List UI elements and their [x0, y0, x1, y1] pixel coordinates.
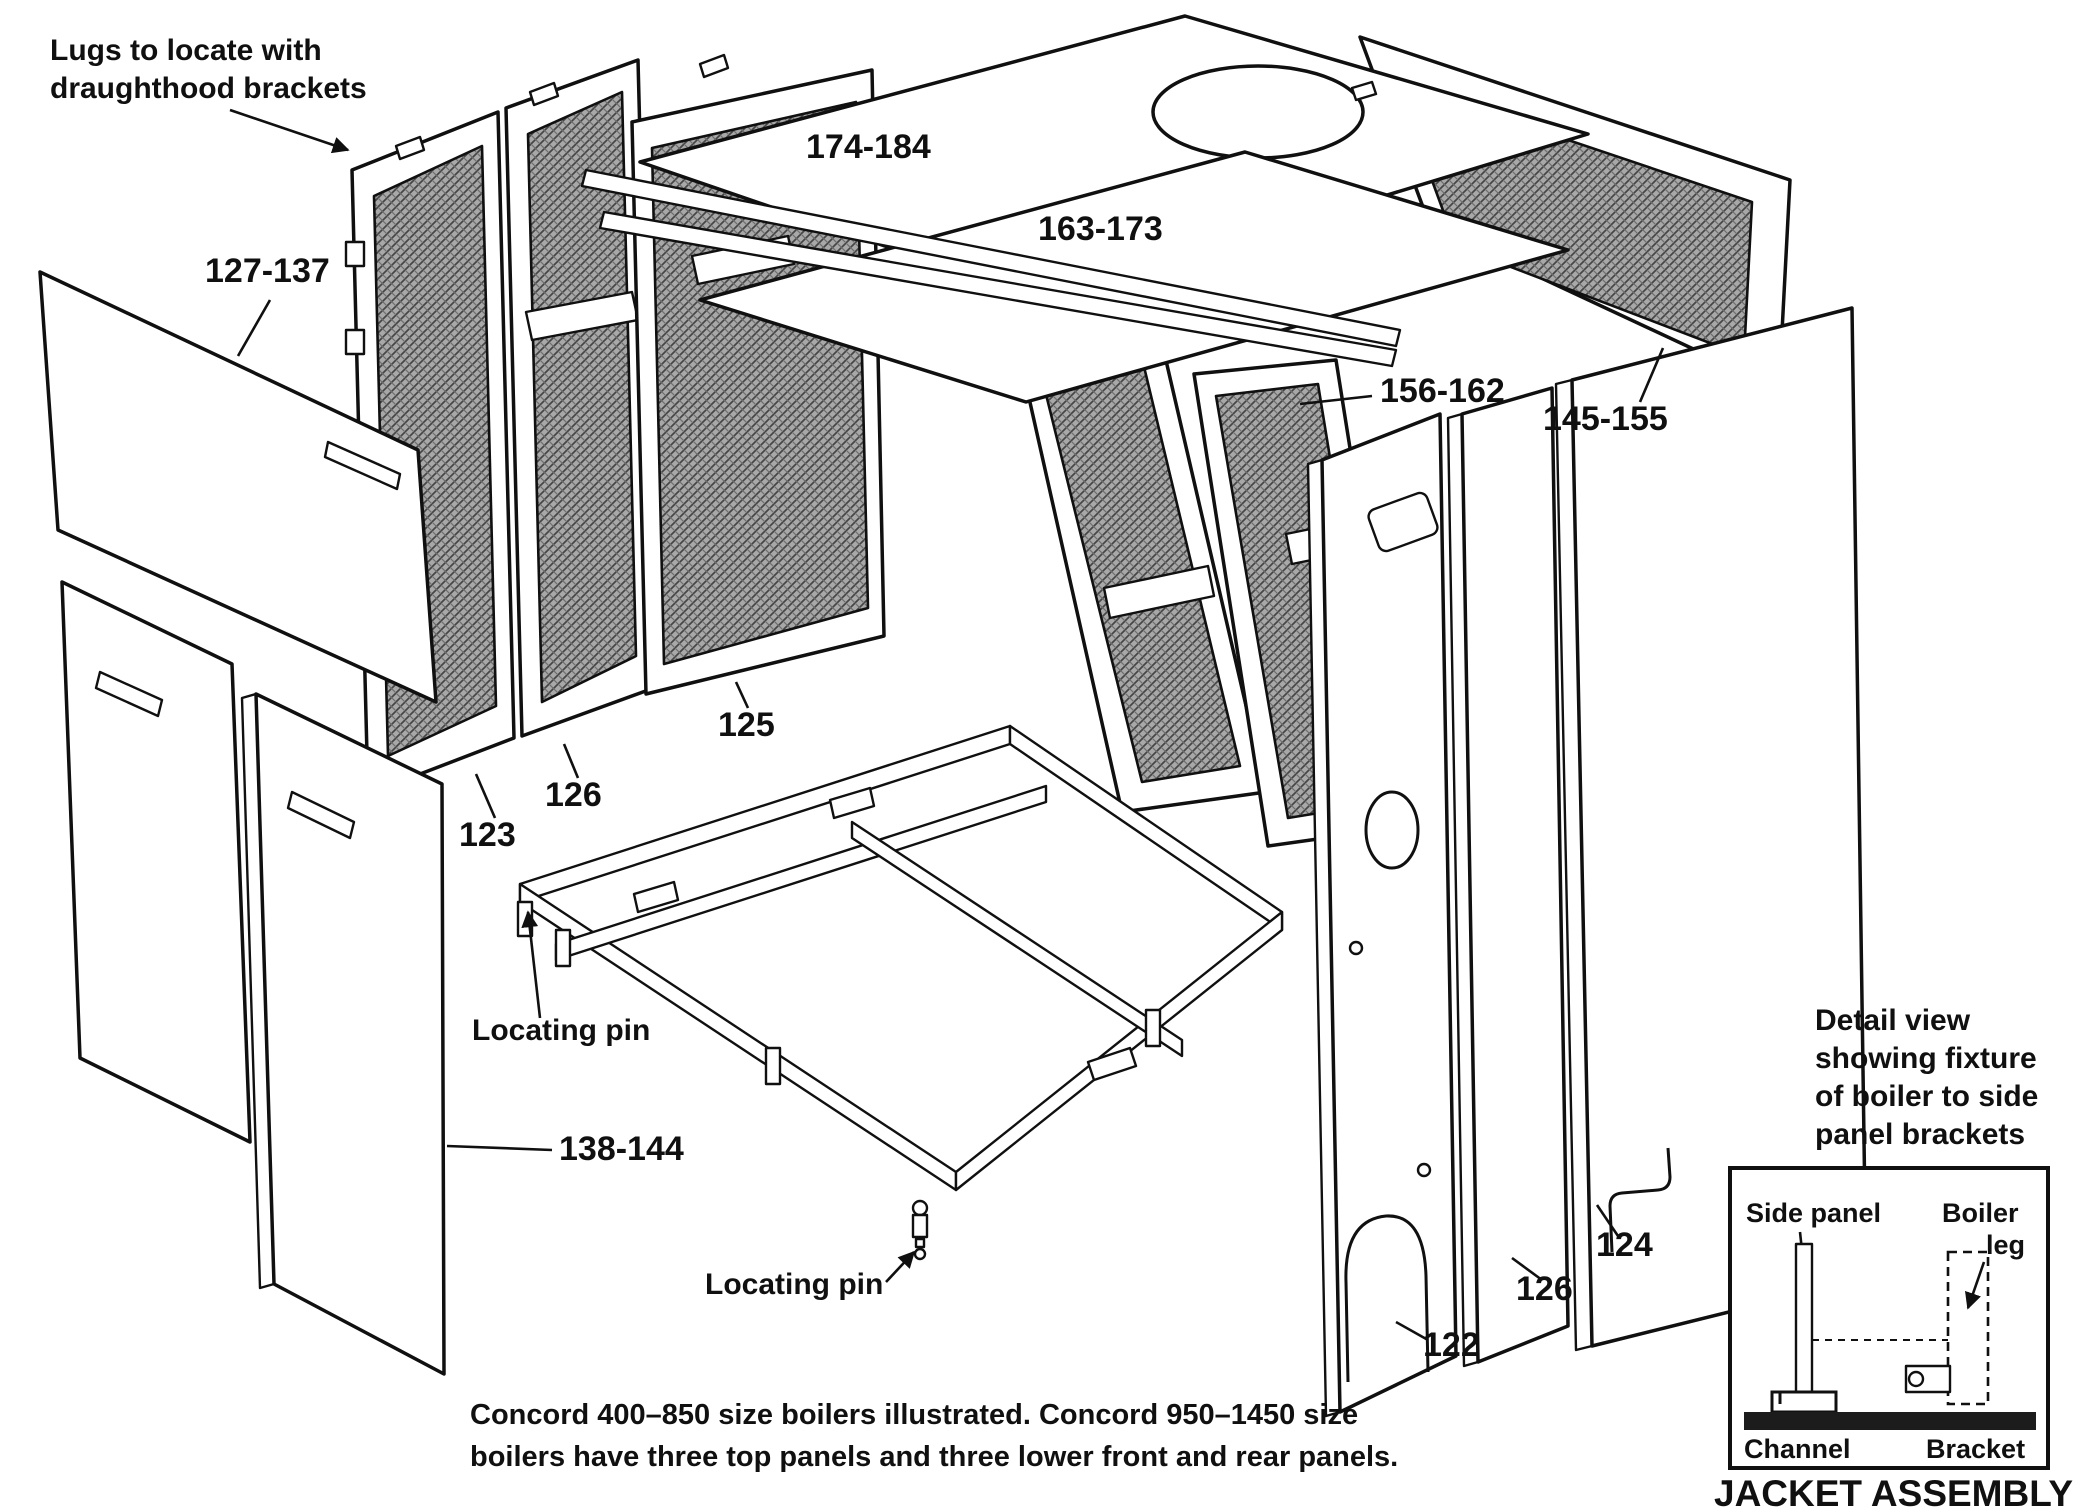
frame-foot	[1144, 1008, 1162, 1048]
label-156-162: 156-162	[1380, 372, 1505, 410]
side-panel-122	[1306, 412, 1458, 1418]
detail-note-line3: of boiler to side	[1815, 1080, 2038, 1113]
label-138-144: 138-144	[559, 1130, 684, 1168]
corner-bracket	[1086, 1046, 1138, 1082]
detail-note-line1: Detail view	[1815, 1004, 1971, 1037]
label-145-155: 145-155	[1543, 400, 1668, 438]
label-127-137: 127-137	[205, 252, 330, 290]
frame-foot	[554, 928, 572, 968]
top-rails	[580, 168, 1402, 368]
label-174-184: 174-184	[806, 128, 931, 166]
flue-hole	[1151, 64, 1365, 160]
label-126-left: 126	[545, 776, 602, 814]
insulation-panel-126	[504, 58, 656, 738]
figure-title: JACKET ASSEMBLY	[1714, 1473, 2073, 1512]
front-upper-panel-127-137	[38, 270, 438, 704]
inset-bolt	[1907, 1370, 1925, 1388]
label-123: 123	[459, 816, 516, 854]
handle-bracket	[94, 670, 164, 718]
lugs-arrow	[229, 108, 350, 154]
bracket-notch	[1608, 1147, 1672, 1253]
inset-boiler-leg-drawing	[1946, 1250, 1990, 1406]
label-126-right: 126	[1516, 1270, 1573, 1308]
locating-pin-lower-label: Locating pin	[705, 1268, 883, 1301]
label-124: 124	[1596, 1226, 1653, 1264]
labels: Lugs to locate with draughthood brackets…	[50, 34, 2038, 1364]
side-panel-126	[1446, 386, 1570, 1368]
side-panel-124	[1554, 306, 1868, 1352]
locating-lug	[528, 81, 560, 107]
lugs-note-line2: draughthood brackets	[50, 72, 367, 105]
inset-bracket-label: Bracket	[1926, 1434, 2025, 1464]
locating-lug	[698, 53, 730, 79]
front-lower-panels-138-144	[60, 580, 446, 1376]
inset-channel-label: Channel	[1744, 1434, 1851, 1464]
leader-lines	[229, 108, 1665, 1342]
inset-side-panel-drawing	[1794, 1242, 1814, 1394]
inset-ground	[1744, 1412, 2036, 1430]
lug-slot	[323, 440, 402, 491]
clip-bracket	[632, 880, 680, 914]
hole	[1348, 940, 1364, 956]
label-122: 122	[1423, 1326, 1480, 1364]
inset-side-panel-label: Side panel	[1746, 1198, 1881, 1228]
hinge-tab	[344, 240, 366, 268]
locating-pin-arrow	[521, 910, 542, 1019]
inset-leg-label: leg	[1986, 1230, 2025, 1260]
hole	[1416, 1162, 1432, 1178]
locating-lug	[394, 135, 426, 161]
inset-boiler-label: Boiler	[1942, 1198, 2019, 1228]
flue-notch	[1350, 80, 1378, 102]
detail-note-line4: panel brackets	[1815, 1118, 2025, 1151]
locating-pin-upper-label: Locating pin	[472, 1014, 650, 1047]
caption-line1: Concord 400–850 size boilers illustrated…	[470, 1399, 1358, 1431]
clip-bracket	[828, 786, 876, 820]
oval-cutout	[1364, 790, 1420, 870]
locating-pin-icon	[911, 1199, 929, 1261]
lugs-note-line1: Lugs to locate with	[50, 34, 322, 67]
base-frame	[516, 724, 1284, 1261]
switch-cutout	[1367, 491, 1439, 553]
detail-inset: Side panel Boiler leg Channel Bracket	[1728, 1166, 2050, 1470]
label-163-173: 163-173	[1038, 210, 1163, 248]
hinge-tab	[344, 328, 366, 356]
handle-bracket	[286, 790, 356, 840]
label-125: 125	[718, 706, 775, 744]
caption-line2: boilers have three top panels and three …	[470, 1441, 1398, 1473]
cross-rail	[850, 820, 1184, 1058]
detail-note-line2: showing fixture	[1815, 1042, 2037, 1075]
locating-pin-arrow	[885, 1250, 916, 1283]
frame-foot	[764, 1046, 782, 1086]
channel-bracket	[1102, 564, 1216, 620]
arch-cutout	[1344, 1214, 1430, 1383]
